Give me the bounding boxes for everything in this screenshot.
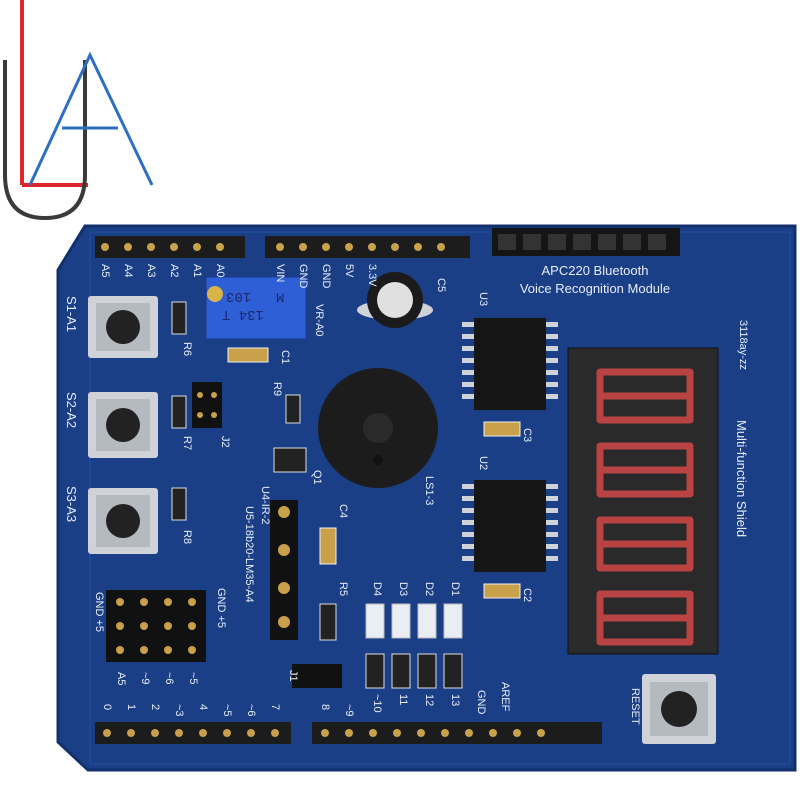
seven-segment-display: [567, 347, 719, 655]
label-c1: C1: [279, 350, 291, 365]
label-d9-pin: ~9: [343, 704, 355, 717]
jumper-j2: [192, 382, 222, 428]
label-d3-pin: ~3: [173, 704, 185, 717]
label-a4: A4: [122, 264, 134, 278]
label-aref-pin: AREF: [499, 682, 511, 712]
label-d3: D3: [397, 582, 409, 597]
label-j2: J2: [219, 436, 231, 448]
label-j1: J1: [287, 670, 299, 682]
label-pin-12: 12: [423, 694, 435, 707]
button-s2: [88, 392, 158, 458]
label-q1: Q1: [311, 470, 323, 485]
label-gnd2: GND: [320, 264, 332, 289]
label-shield-title: Multi-function Shield: [734, 420, 749, 538]
label-r5: R5: [337, 582, 349, 597]
label-d4: D4: [371, 582, 383, 597]
label-pin-10: ~10: [371, 694, 383, 713]
buzzer-ls1: [318, 368, 438, 488]
label-board-code: 3118ay-zz: [737, 320, 749, 370]
label-servo-5: ~5: [187, 672, 199, 685]
label-a3: A3: [145, 264, 157, 278]
apc220-line1: APC220 Bluetooth: [541, 263, 649, 278]
label-reset: RESET: [629, 688, 641, 725]
label-pin-13: 13: [449, 694, 461, 707]
apc220-line2: Voice Recognition Module: [519, 281, 671, 296]
label-u3: U3: [477, 292, 489, 307]
label-r7: R7: [181, 436, 193, 451]
label-a2: A2: [168, 264, 180, 278]
label-s1: S1-A1: [64, 296, 79, 333]
label-d5-pin: ~5: [221, 704, 233, 717]
button-s3: [88, 488, 158, 554]
bottom-header-right: [312, 722, 602, 744]
label-c2: C2: [521, 588, 533, 603]
label-u4: U4-IR-2: [259, 486, 271, 525]
label-s3: S3-A3: [64, 486, 79, 523]
label-gnd5-right: GND +5: [215, 588, 227, 629]
servo-header: [106, 590, 206, 662]
button-s1: [88, 296, 158, 358]
label-d1-pin: 1: [125, 704, 137, 711]
ic-u2: [462, 480, 558, 572]
apc220-header: [492, 228, 680, 256]
label-r9: R9: [271, 382, 283, 397]
label-a0: A0: [214, 264, 226, 278]
label-d6-pin: ~6: [245, 704, 257, 717]
label-gnd1: GND: [297, 264, 309, 289]
bottom-header-left: [95, 722, 291, 744]
label-u5: U5-18b20-LM35-A4: [243, 506, 255, 603]
label-u2: U2: [477, 456, 489, 471]
label-servo-a5: A5: [115, 672, 127, 686]
label-3v3: 3.3V: [366, 264, 378, 287]
label-a5: A5: [99, 264, 111, 278]
label-servo-9: ~9: [139, 672, 151, 685]
label-gnd5-left: GND +5: [93, 592, 105, 633]
label-d0: 0: [101, 704, 113, 711]
label-d4-pin: 4: [197, 704, 209, 711]
label-d7-pin: 7: [269, 704, 281, 711]
sensor-socket: [270, 500, 298, 640]
label-d2-pin: 2: [149, 704, 161, 711]
top-analog-header: [95, 236, 245, 258]
label-vin: VIN: [274, 264, 286, 283]
pot-sub: 134 T: [222, 306, 265, 322]
potentiometer: [205, 276, 307, 340]
label-r6: R6: [181, 342, 193, 357]
label-a1: A1: [191, 264, 203, 278]
label-ls1: LS1-3: [423, 476, 435, 506]
top-power-header: [265, 236, 470, 258]
label-5v: 5V: [343, 264, 355, 278]
label-c4: C4: [337, 504, 349, 519]
pot-m: M: [276, 288, 285, 304]
pot-code: 103: [226, 288, 252, 304]
label-c5: C5: [435, 278, 447, 293]
label-vr: VR-A0: [313, 304, 325, 337]
logo-mark: [3, 0, 154, 221]
leds: [365, 603, 463, 639]
label-s2: S2-A2: [64, 392, 79, 429]
reset-button: [642, 674, 716, 744]
label-pin-11: 11: [397, 694, 409, 706]
label-servo-6: ~6: [163, 672, 175, 685]
label-gnd-pin: GND: [475, 690, 487, 715]
label-d8-pin: 8: [319, 704, 331, 711]
label-d2: D2: [423, 582, 435, 597]
label-r8: R8: [181, 530, 193, 545]
ic-u3: [462, 318, 558, 410]
label-d1: D1: [449, 582, 461, 597]
apc220-label: APC220 Bluetooth Voice Recognition Modul…: [490, 262, 700, 298]
label-c3: C3: [521, 428, 533, 443]
capacitor-c5: [357, 272, 433, 328]
